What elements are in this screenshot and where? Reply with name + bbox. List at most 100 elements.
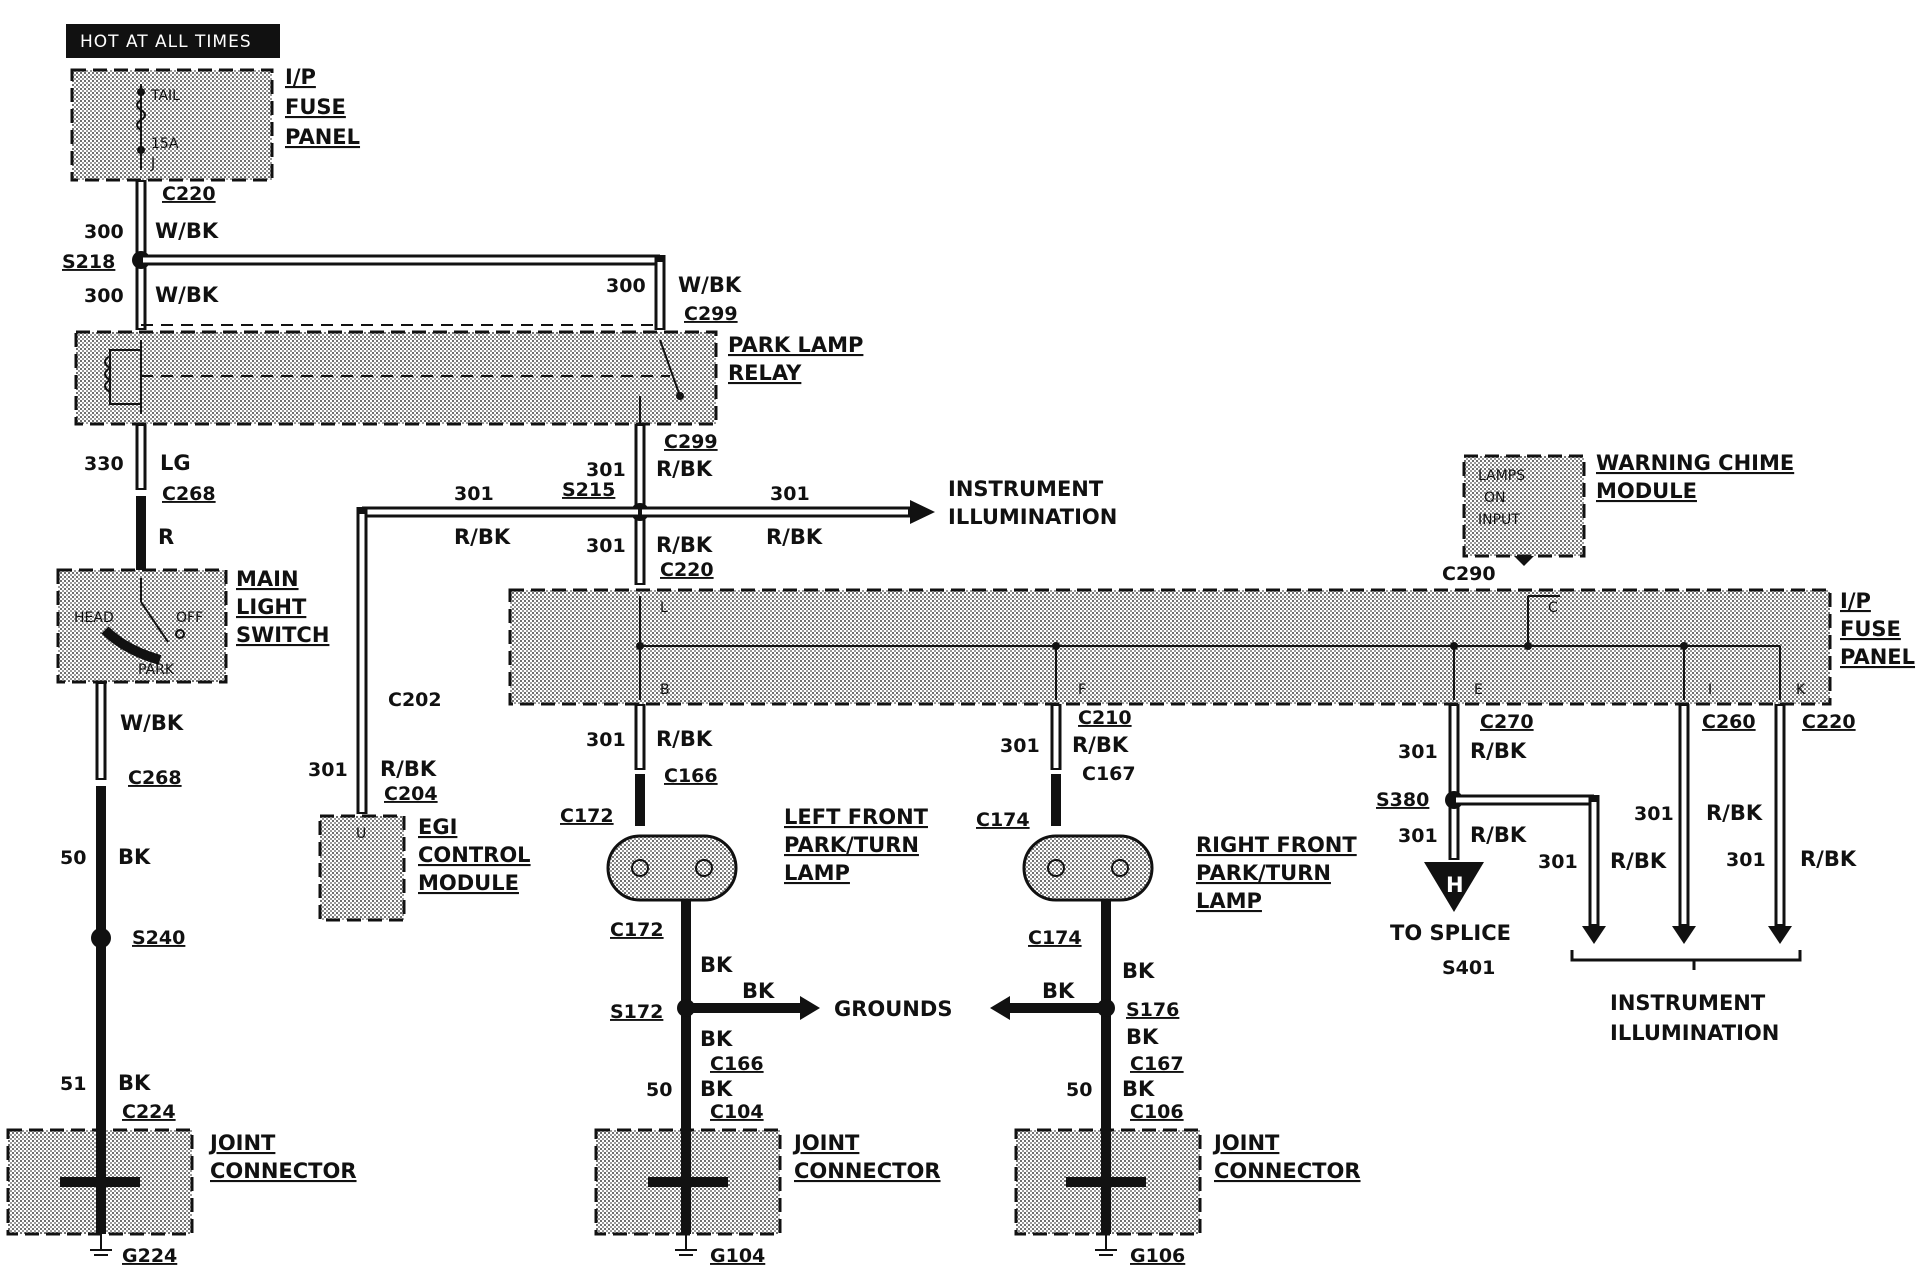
pin-c: C (1548, 600, 1558, 616)
c220-top-connector: C220 (162, 183, 216, 205)
c299-connector-a: C299 (684, 303, 738, 325)
wire-color-bk-e: BK (700, 1027, 733, 1051)
pin-k: K (1796, 682, 1806, 698)
circuit-301-k: 301 (1634, 803, 1674, 825)
egi-control-module (318, 814, 406, 922)
egi-line2: CONTROL (418, 843, 531, 867)
wire-color-rbk-a: R/BK (656, 457, 713, 481)
park-lamp-relay-line2: RELAY (728, 361, 802, 385)
c166-connector-b: C166 (710, 1053, 764, 1075)
fuse-rating: 15A (151, 136, 179, 152)
fuse-panel-mid-line1: I/P (1840, 589, 1871, 613)
circuit-301-j: 301 (1538, 851, 1578, 873)
switch-park-label: PARK (138, 662, 175, 678)
circuit-301-d: 301 (586, 535, 626, 557)
c174-connector-b: C174 (1028, 927, 1082, 949)
instrument-illumination-bottom-line2: ILLUMINATION (1610, 1021, 1779, 1045)
c166-connector-a: C166 (664, 765, 718, 787)
wire-color-bk-d: BK (742, 979, 775, 1003)
joint-connector-left-line2: CONNECTOR (210, 1159, 357, 1183)
c210-connector: C210 (1078, 707, 1132, 729)
main-light-switch (56, 568, 228, 684)
hot-label: HOT AT ALL TIMES (80, 32, 252, 52)
c204-connector: C204 (384, 783, 438, 805)
fuse-pin: J (150, 156, 155, 172)
c104-connector: C104 (710, 1101, 764, 1123)
circuit-330: 330 (84, 453, 124, 475)
c270-connector: C270 (1480, 711, 1534, 733)
ip-fuse-panel-top (70, 68, 274, 182)
circuit-51: 51 (60, 1073, 86, 1095)
rf-lamp-line3: LAMP (1196, 889, 1262, 913)
pin-f: F (1078, 682, 1086, 698)
c174-connector-a: C174 (976, 809, 1030, 831)
park-lamp-relay-line1: PARK LAMP (728, 333, 863, 357)
s240-splice: S240 (132, 927, 185, 949)
wire-color-rbk-g: R/BK (1072, 733, 1129, 757)
c220-right-connector: C220 (1802, 711, 1856, 733)
wire-color-rbk-l: R/BK (1800, 847, 1857, 871)
circuit-301-l: 301 (1726, 849, 1766, 871)
c268-connector-b: C268 (128, 767, 182, 789)
circuit-301-c: 301 (770, 483, 810, 505)
joint-connector-mid-line1: JOINT (792, 1131, 860, 1155)
c290-connector: C290 (1442, 563, 1496, 585)
grounds-label: GROUNDS (834, 997, 952, 1021)
wire-color-bk-a: BK (118, 845, 151, 869)
wire-color-bk-f: BK (700, 1077, 733, 1101)
c202-connector: C202 (388, 689, 442, 711)
circuit-301-f: 301 (586, 729, 626, 751)
s176-splice: S176 (1126, 999, 1179, 1021)
wire-color-bk-i: BK (1126, 1025, 1159, 1049)
wire-color-wbk-c: W/BK (678, 273, 742, 297)
joint-connector-right-line2: CONNECTOR (1214, 1159, 1361, 1183)
main-light-switch-line1: MAIN (236, 567, 299, 591)
wire-color-rbk-d: R/BK (656, 533, 713, 557)
wire-color-wbk-b: W/BK (155, 283, 219, 307)
warning-chime-module (1462, 454, 1586, 558)
pin-l: L (660, 600, 668, 616)
lf-lamp-line2: PARK/TURN (784, 833, 919, 857)
joint-connector-mid-line2: CONNECTOR (794, 1159, 941, 1183)
fuse-name: TAIL (150, 88, 180, 104)
chime-input-line1: LAMPS (1478, 468, 1525, 484)
circuit-50-a: 50 (60, 847, 86, 869)
pin-b: B (660, 682, 670, 698)
s215-splice: S215 (562, 479, 615, 501)
joint-connector-left-line1: JOINT (208, 1131, 276, 1155)
circuit-301-i: 301 (1398, 825, 1438, 847)
s218-splice: S218 (62, 251, 115, 273)
switch-head-label: HEAD (74, 610, 114, 626)
circuit-300-b: 300 (84, 285, 124, 307)
g106-ground: G106 (1130, 1245, 1185, 1267)
c172-connector-b: C172 (610, 919, 664, 941)
rf-lamp-line1: RIGHT FRONT (1196, 833, 1357, 857)
lf-lamp-line3: LAMP (784, 861, 850, 885)
main-light-switch-line3: SWITCH (236, 623, 329, 647)
instrument-illumination-top-line1: INSTRUMENT (948, 477, 1104, 501)
wire-color-rbk-b: R/BK (454, 525, 511, 549)
wire-color-rbk-c: R/BK (766, 525, 823, 549)
c268-connector-a: C268 (162, 483, 216, 505)
wire-color-rbk-j: R/BK (1610, 849, 1667, 873)
fuse-panel-top-line2: FUSE (285, 95, 346, 119)
wire-color-rbk-k: R/BK (1706, 801, 1763, 825)
rf-lamp-line2: PARK/TURN (1196, 861, 1331, 885)
circuit-301-a: 301 (586, 459, 626, 481)
fuse-panel-mid-line3: PANEL (1840, 645, 1915, 669)
g104-ground: G104 (710, 1245, 765, 1267)
circuit-300-c: 300 (606, 275, 646, 297)
c167-connector-a: C167 (1082, 763, 1136, 785)
wire-color-lg: LG (160, 451, 191, 475)
wire-color-bk-b: BK (118, 1071, 151, 1095)
g224-ground: G224 (122, 1245, 177, 1267)
s401-label: S401 (1442, 957, 1495, 979)
to-splice-label: TO SPLICE (1390, 921, 1511, 945)
instrument-illumination-top-line2: ILLUMINATION (948, 505, 1117, 529)
egi-line3: MODULE (418, 871, 519, 895)
wire-color-rbk-f: R/BK (656, 727, 713, 751)
park-lamp-relay (74, 330, 718, 426)
chime-line2: MODULE (1596, 479, 1697, 503)
wire-color-rbk-e: R/BK (380, 757, 437, 781)
chime-input-line3: INPUT (1478, 512, 1520, 528)
